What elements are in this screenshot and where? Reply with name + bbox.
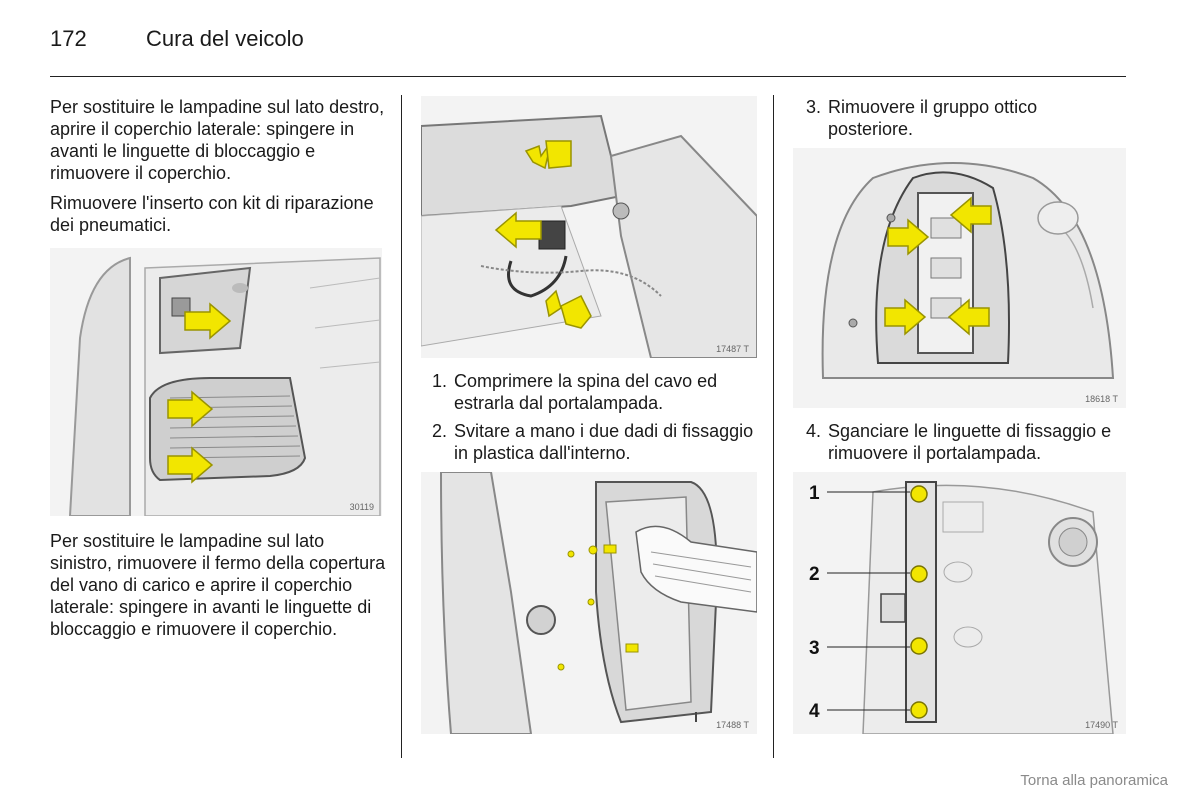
- step-text: Sganciare le linguette di fissaggio e ri…: [828, 421, 1112, 463]
- figure-code: 30119: [349, 502, 374, 512]
- right-step-4: 4. Sganciare le linguette di fissaggio e…: [806, 420, 1136, 470]
- trunk-side-cover-illustration: [50, 248, 382, 516]
- step-text: Comprimere la spina del cavo ed estrarla…: [454, 371, 718, 413]
- left-column-top: Per sostituire le lampadine sul lato des…: [50, 96, 388, 244]
- figure-rear-light-cluster: 18618 T: [793, 148, 1126, 408]
- back-to-overview-link[interactable]: Torna alla panoramica: [1020, 772, 1168, 789]
- step-list-4: 4. Sganciare le linguette di fissaggio e…: [806, 420, 1136, 464]
- figure-cable-plug: 17487 T: [421, 96, 757, 358]
- step-text: Rimuovere il gruppo ottico posteriore.: [828, 97, 1038, 139]
- page-number: 172: [50, 26, 87, 51]
- step-number: 4.: [806, 421, 822, 441]
- column-divider-1: [401, 95, 402, 758]
- step-number: 3.: [806, 97, 822, 117]
- step-2: 2. Svitare a mano i due dadi di fissaggi…: [432, 420, 762, 464]
- right-step-3: 3. Rimuovere il gruppo ottico posteriore…: [806, 96, 1126, 146]
- left-column-bottom: Per sostituire le lampadine sul lato sin…: [50, 530, 388, 648]
- callout-3: 3: [809, 638, 820, 659]
- middle-steps: 1. Comprimere la spina del cavo ed estra…: [432, 370, 762, 470]
- tail-light-nuts-illustration: [421, 472, 757, 734]
- figure-tail-light-nuts: 17488 T: [421, 472, 757, 734]
- instruction-left-side: Per sostituire le lampadine sul lato sin…: [50, 531, 386, 639]
- figure-trunk-side-cover: 30119: [50, 248, 382, 516]
- figure-code: 18618 T: [1085, 394, 1118, 404]
- step-number: 1.: [432, 371, 448, 391]
- step-list-3: 3. Rimuovere il gruppo ottico posteriore…: [806, 96, 1126, 140]
- step-3: 3. Rimuovere il gruppo ottico posteriore…: [806, 96, 1126, 140]
- callout-1: 1: [809, 483, 820, 504]
- figure-code: 17488 T: [716, 720, 749, 730]
- figure-bulb-holder: 1 2 3 4 17490 T: [793, 472, 1126, 734]
- step-number: 2.: [432, 421, 448, 441]
- cable-plug-illustration: [421, 96, 757, 358]
- step-list-1-2: 1. Comprimere la spina del cavo ed estra…: [432, 370, 762, 464]
- column-divider-2: [773, 95, 774, 758]
- step-1: 1. Comprimere la spina del cavo ed estra…: [432, 370, 762, 414]
- rear-light-cluster-illustration: [793, 148, 1126, 408]
- step-4: 4. Sganciare le linguette di fissaggio e…: [806, 420, 1136, 464]
- header-divider: [50, 76, 1126, 77]
- figure-code: 17487 T: [716, 344, 749, 354]
- instruction-right-side: Per sostituire le lampadine sul lato des…: [50, 97, 385, 183]
- callout-4: 4: [809, 701, 820, 722]
- step-text: Svitare a mano i due dadi di fissaggio i…: [454, 421, 754, 463]
- instruction-remove-insert: Rimuovere l'inserto con kit di riparazio…: [50, 193, 374, 235]
- figure-code: 17490 T: [1085, 720, 1118, 730]
- chapter-title: Cura del veicolo: [146, 26, 304, 51]
- bulb-holder-illustration: 1 2 3 4: [793, 472, 1126, 734]
- callout-2: 2: [809, 564, 820, 585]
